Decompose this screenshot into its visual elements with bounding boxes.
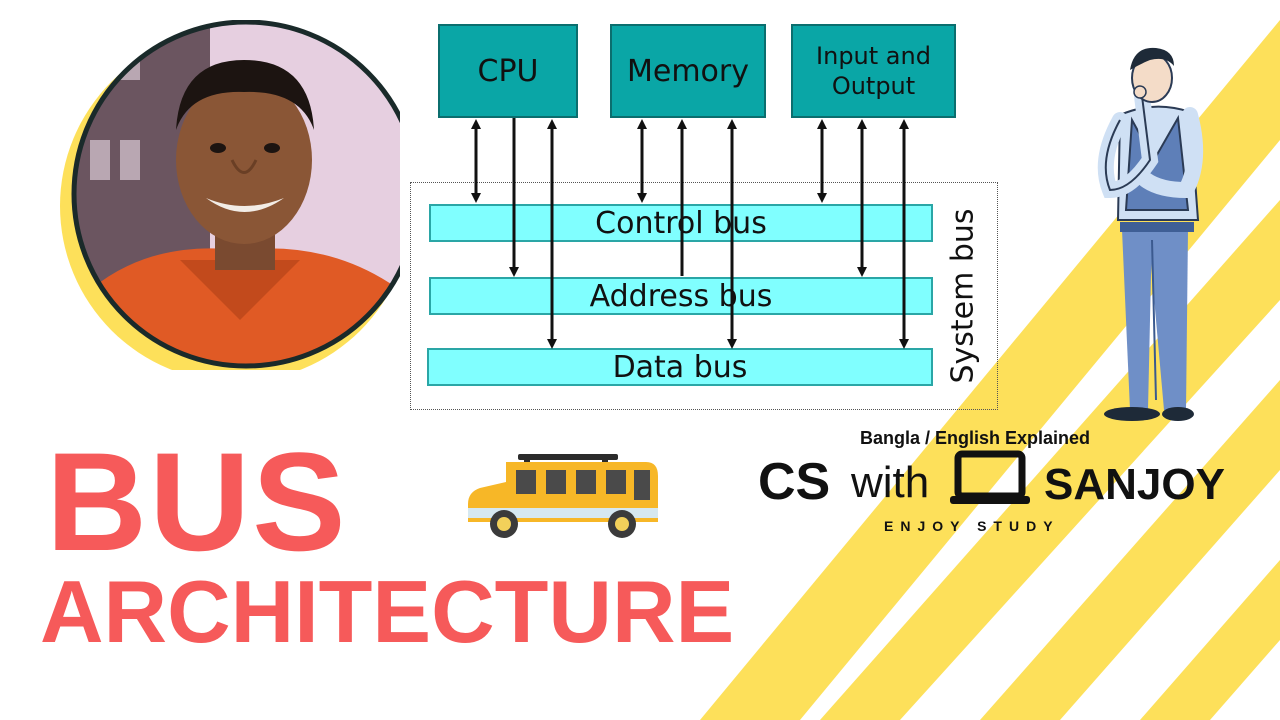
presenter-portrait: [60, 20, 400, 370]
io-label-line2: Output: [831, 72, 916, 100]
brand-subtitle: ENJOY STUDY: [884, 518, 1060, 534]
cpu-box: CPU: [438, 24, 578, 118]
address-bus-bar: Address bus: [429, 277, 933, 315]
thinking-man-illustration: [1097, 47, 1204, 421]
system-bus-label: System bus: [945, 208, 981, 384]
stripe-3: [980, 380, 1280, 720]
data-bus-bar: Data bus: [427, 348, 933, 386]
title-line1: BUS: [46, 423, 348, 580]
system-bus-frame: [410, 182, 998, 410]
brand-with: with: [851, 458, 930, 507]
laptop-icon: [950, 450, 1030, 504]
data-bus-label: Data bus: [612, 349, 748, 385]
io-label-line1: Input and: [816, 42, 931, 70]
brand-name: SANJOY: [1044, 460, 1225, 509]
cpu-label: CPU: [477, 53, 539, 89]
title-line2: ARCHITECTURE: [40, 562, 735, 661]
portrait-ring: [71, 20, 400, 369]
io-box: Input and Output: [791, 24, 956, 118]
brand-tagline: Bangla / English Explained: [860, 428, 1091, 448]
memory-label: Memory: [626, 53, 749, 89]
memory-box: Memory: [610, 24, 766, 118]
address-bus-label: Address bus: [589, 278, 773, 314]
stripe-4: [1140, 560, 1280, 720]
brand-cs: CS: [758, 453, 831, 511]
school-bus-icon: [468, 454, 658, 538]
